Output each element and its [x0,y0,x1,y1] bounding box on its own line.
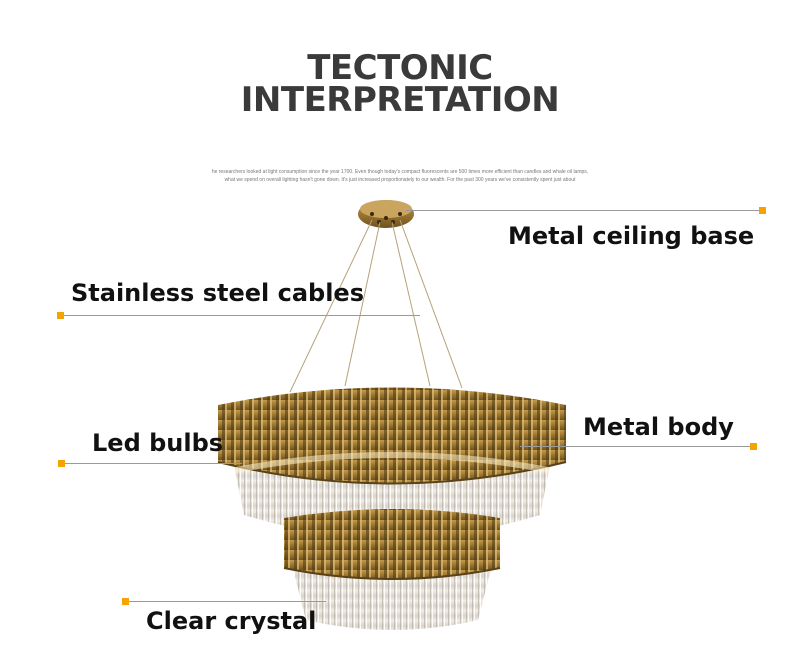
upper-metal-ring [217,387,567,485]
crystal-label: Clear crystal [146,607,317,635]
intro-text-line-1: he researchers looked at light consumpti… [211,169,589,175]
led-bulbs-label: Led bulbs [92,429,224,457]
steel-cables [289,219,463,393]
title-line-2: INTERPRETATION [240,80,560,120]
led-bulbs-marker [58,460,65,467]
crystal-leader-line [126,601,326,602]
metal-body-marker [750,443,757,450]
metal-body-label: Metal body [583,413,734,441]
cables-leader-line [62,315,420,316]
cables-marker [57,312,64,319]
ceiling-base [358,200,414,228]
ceiling-base-leader-line [406,210,760,211]
intro-text-line-2: what we spend on overall lighting hasn't… [224,177,576,183]
led-bulbs-leader-line [62,463,242,464]
metal-body-leader-line [520,446,752,447]
crystal-marker [122,598,129,605]
title-line-1: TECTONIC [307,48,493,88]
lower-crystal-ring [292,565,492,630]
lower-metal-ring [283,509,501,580]
ceiling-base-marker [759,207,766,214]
ceiling-base-label: Metal ceiling base [508,222,755,250]
cables-label: Stainless steel cables [71,279,364,307]
